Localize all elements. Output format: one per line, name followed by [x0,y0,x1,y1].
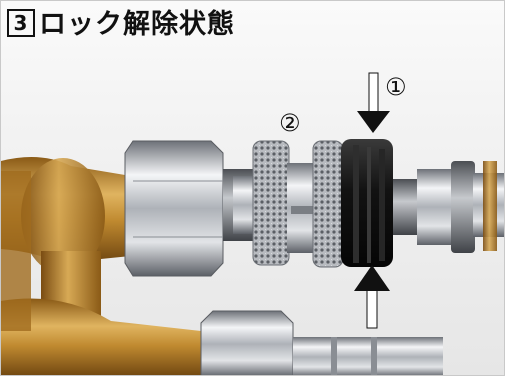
arrow-down-marker [357,72,390,133]
caption-text: ロック解除状態 [39,9,235,40]
arrow-up-marker [354,265,390,329]
step-number-box: 3 [7,9,35,37]
callout-two: ② [279,109,301,137]
callout-one: ① [385,73,407,101]
